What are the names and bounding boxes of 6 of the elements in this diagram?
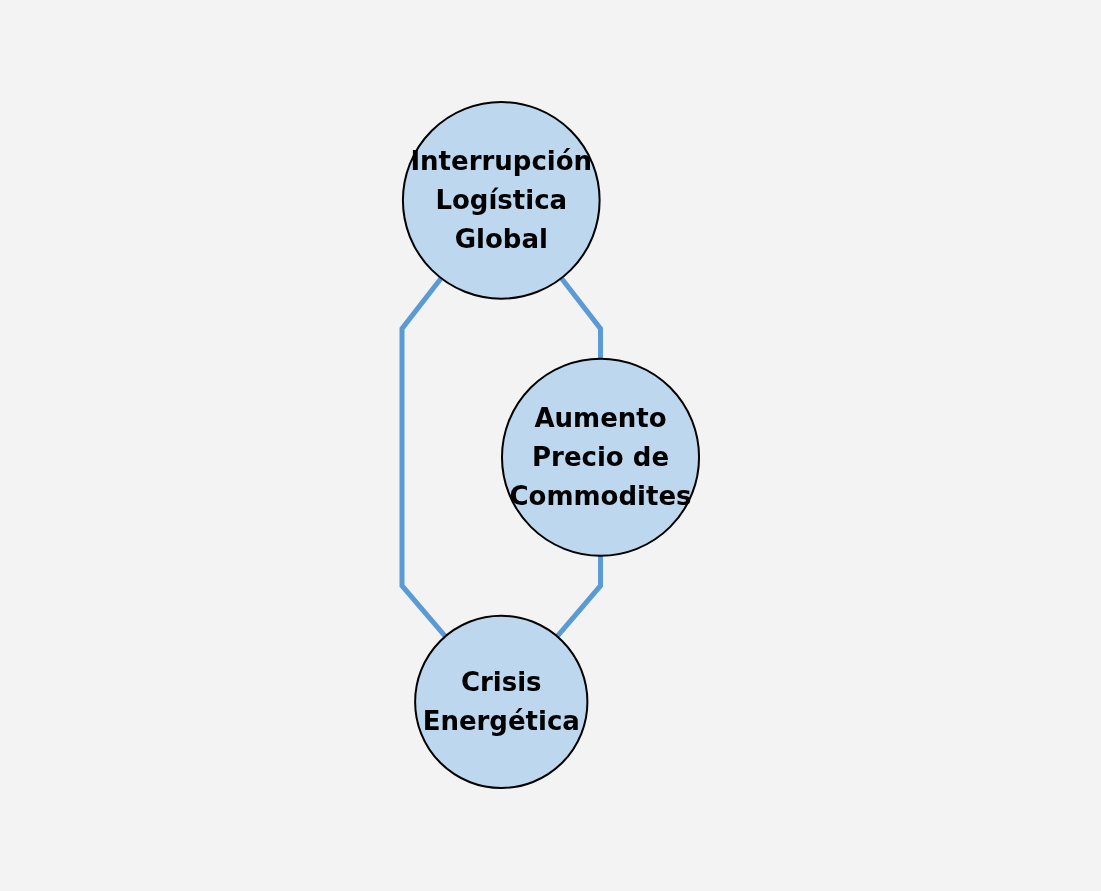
connector: [399, 277, 448, 639]
node-circle: Crisis Energética: [414, 615, 589, 790]
connector: [555, 556, 603, 639]
connector: [559, 277, 603, 360]
node-circle: Interrupción Logística Global: [401, 101, 601, 301]
node-circle: Aumento Precio de Commodites: [500, 358, 700, 558]
